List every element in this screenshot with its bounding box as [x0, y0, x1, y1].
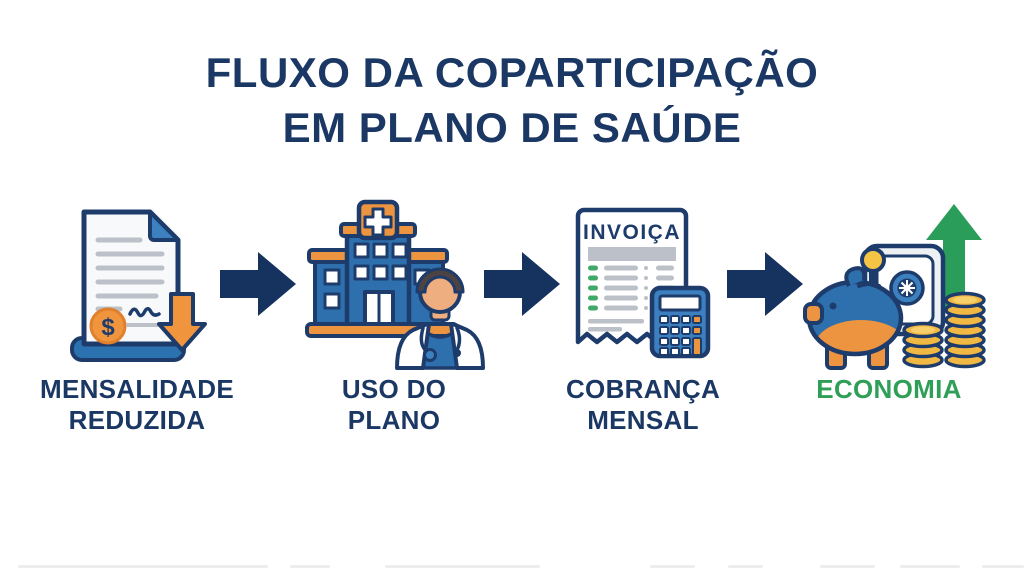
page-title-line-2: EM PLANO DE SAÚDE [282, 104, 742, 151]
page-title-line-1: FLUXO DA COPARTICIPAÇÃO [205, 49, 819, 96]
flow-arrow-icon [727, 252, 803, 316]
doctor-hair [415, 267, 465, 294]
piggy-bank-icon [803, 247, 904, 370]
invoice-heading: INVOIÇA [583, 221, 681, 244]
dollar-sign: $ [101, 314, 115, 341]
step-label-uso-do-plano: USO DO PLANO [341, 374, 447, 435]
invoice-calculator-icon: INVOIÇA [566, 200, 716, 372]
step-label-mensalidade-reduzida: MENSALIDADE REDUZIDA [40, 374, 234, 435]
down-arrow-icon [157, 292, 207, 352]
piggy-bank-savings-icon [803, 196, 998, 376]
flow-arrow-icon [220, 252, 296, 316]
hospital-doctor-icon [303, 198, 498, 376]
coin-icon [860, 247, 886, 273]
medical-cross-icon [363, 207, 393, 237]
discounted-document-icon: $ [68, 206, 213, 378]
doctor-figure [395, 267, 485, 370]
page-title: FLUXO DA COPARTICIPAÇÃO EM PLANO DE SAÚD… [0, 45, 1024, 155]
step-label-economia: ECONOMIA [816, 374, 962, 404]
calculator-icon [649, 285, 711, 359]
coin-stacks-icon [902, 291, 986, 369]
flow-arrow-icon [484, 252, 560, 316]
step-label-cobranca-mensal: COBRANÇA MENSAL [565, 374, 721, 435]
